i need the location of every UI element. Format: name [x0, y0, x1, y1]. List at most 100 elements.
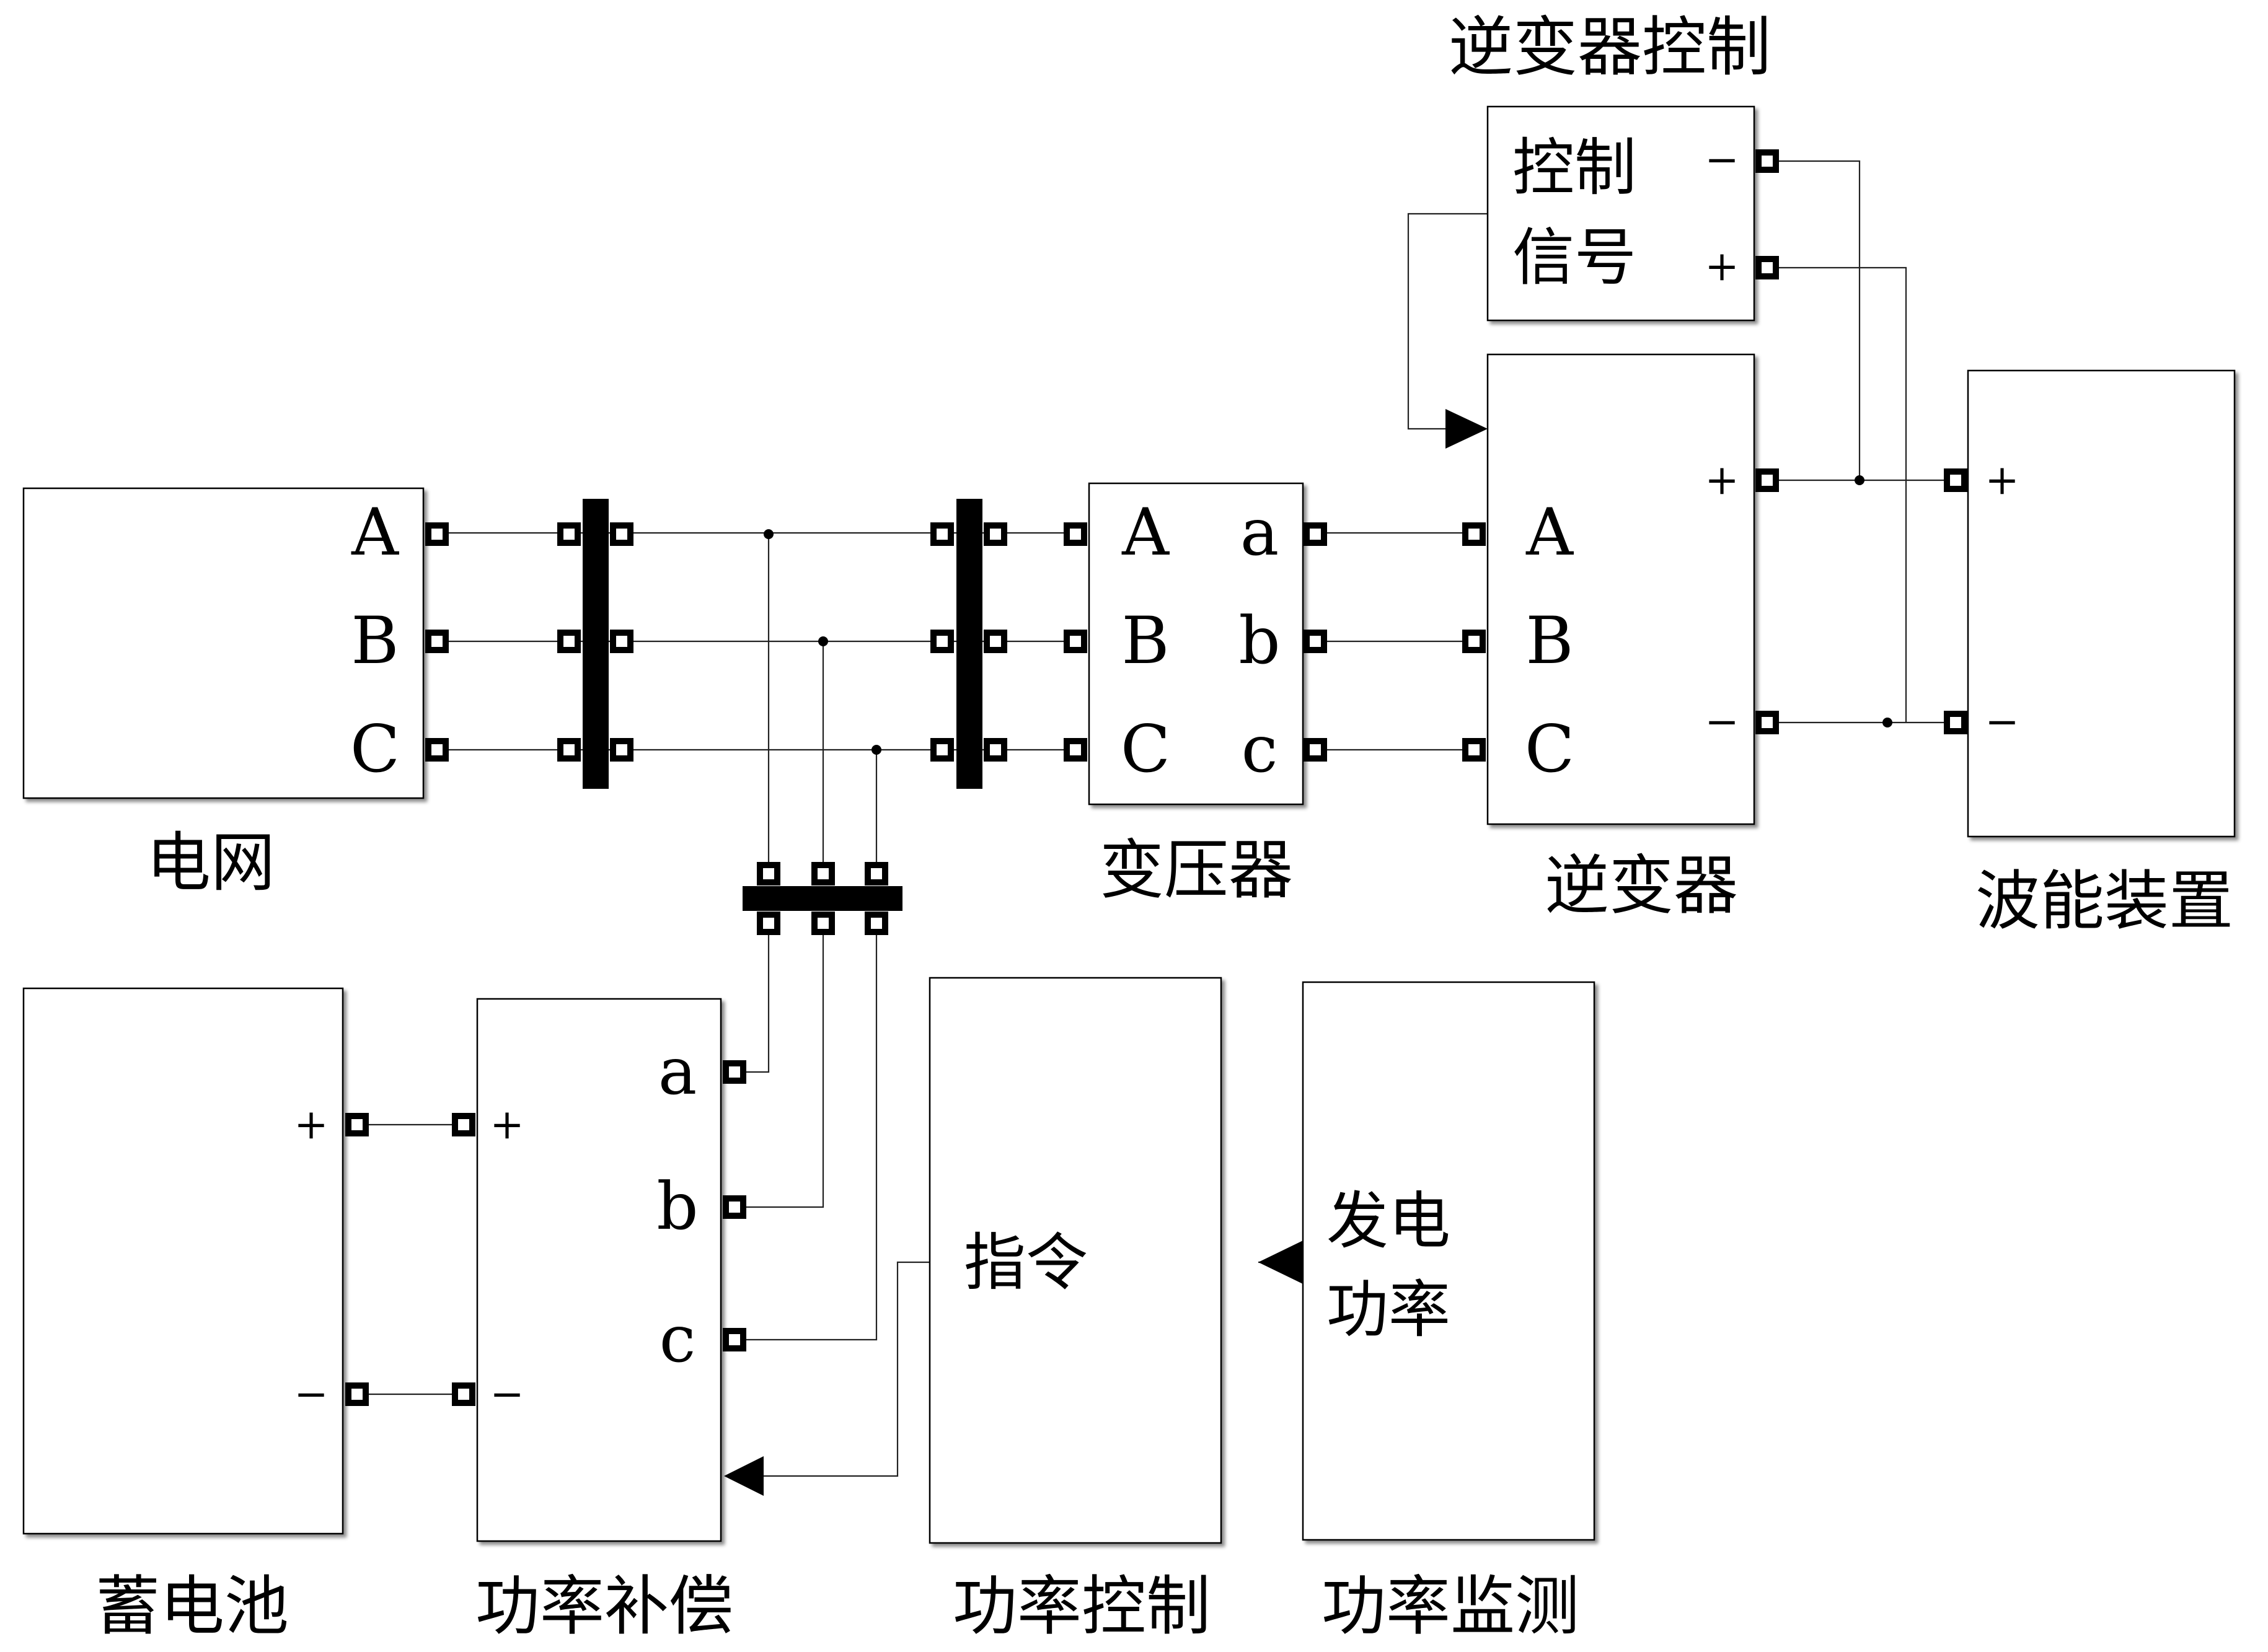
port	[1755, 711, 1779, 734]
inverter-port-A: A	[1525, 494, 1574, 570]
port	[930, 738, 954, 762]
port	[1755, 468, 1779, 492]
port	[1304, 522, 1327, 546]
port	[865, 862, 888, 885]
port	[1755, 256, 1779, 279]
junction-dot	[1882, 718, 1892, 727]
transformer-port-B: B	[1121, 603, 1169, 679]
transformer-port-c: c	[1242, 711, 1278, 787]
port	[984, 630, 1007, 653]
battery-caption: 蓄电池	[95, 1568, 289, 1644]
inverter-control-minus: −	[1705, 136, 1739, 183]
transformer-caption: 变压器	[1100, 832, 1293, 908]
bus-bar-1	[583, 499, 609, 789]
port	[345, 1382, 369, 1406]
port	[757, 862, 780, 885]
junction-dots	[764, 475, 1892, 755]
junction-dot	[1855, 475, 1864, 485]
inverter-port-B: B	[1525, 603, 1573, 679]
inverter-minus: −	[1705, 698, 1739, 745]
transformer-block: A B C a b c 变压器	[1088, 482, 1304, 908]
compensation-port-b: b	[656, 1169, 698, 1244]
wave-device-block: + − 波能装置	[1967, 369, 2236, 939]
wave-device-plus: +	[1985, 456, 2019, 504]
grid-port-c: C	[350, 711, 400, 787]
power-control-text: 指令	[964, 1226, 1088, 1299]
grid-block: A B C 电网	[22, 487, 425, 900]
battery-block: + − 蓄电池	[22, 987, 344, 1644]
arrow-to-power-control	[1258, 1241, 1303, 1284]
port	[1462, 738, 1486, 762]
port	[723, 1195, 746, 1219]
transformer-port-A: A	[1121, 494, 1170, 570]
port	[452, 1113, 475, 1136]
port	[557, 522, 581, 546]
port	[757, 912, 780, 935]
inverter-plus: +	[1705, 456, 1739, 504]
bus-bar-2	[956, 499, 982, 789]
transformer-port-C: C	[1121, 711, 1170, 787]
transformer-port-b: b	[1238, 603, 1280, 679]
inverter-port-C: C	[1525, 711, 1574, 787]
battery-plus: +	[294, 1101, 328, 1148]
grid-port-a: A	[351, 494, 399, 570]
port	[425, 738, 449, 762]
compensation-caption: 功率补偿	[475, 1568, 733, 1644]
port	[1064, 630, 1087, 653]
inverter-control-line2: 信号	[1512, 221, 1636, 294]
grid-caption: 电网	[146, 825, 275, 900]
inverter-caption: 逆变器	[1545, 848, 1738, 923]
port	[1064, 738, 1087, 762]
power-monitor-block: 发电 功率 功率监测	[1302, 981, 1595, 1644]
wave-device-caption: 波能装置	[1975, 863, 2233, 939]
junction-dot	[871, 745, 881, 755]
power-monitor-line1: 发电	[1326, 1185, 1450, 1257]
port	[1064, 522, 1087, 546]
grid-port-b: B	[351, 603, 399, 679]
port	[1462, 630, 1486, 653]
port	[425, 630, 449, 653]
port	[610, 630, 633, 653]
port	[1304, 738, 1327, 762]
compensation-minus: −	[490, 1370, 524, 1418]
port	[1304, 630, 1327, 653]
port	[984, 522, 1007, 546]
port	[723, 1060, 746, 1084]
port	[557, 738, 581, 762]
arrow-to-inverter	[1445, 409, 1488, 449]
inverter-block: A B C + − 逆变器	[1486, 353, 1755, 923]
port	[452, 1382, 475, 1406]
battery-minus: −	[294, 1370, 328, 1418]
bus-bar-3	[743, 886, 902, 911]
port	[557, 630, 581, 653]
arrow-to-compensation	[724, 1456, 764, 1496]
power-control-caption: 功率控制	[953, 1568, 1211, 1644]
wave-device-minus: −	[1985, 698, 2019, 745]
port	[723, 1328, 746, 1351]
port	[1755, 149, 1779, 173]
junction-dot	[764, 529, 774, 539]
port	[811, 912, 835, 935]
inverter-control-line1: 控制	[1512, 131, 1636, 204]
port	[930, 522, 954, 546]
compensation-block: + − a b c 功率补偿	[475, 998, 733, 1644]
inverter-control-block: 控制 信号 − + 逆变器控制	[1449, 9, 1771, 322]
transformer-port-a: a	[1240, 494, 1279, 570]
junction-dot	[818, 636, 828, 646]
port	[865, 912, 888, 935]
port	[1944, 468, 1967, 492]
power-control-block: 指令 功率控制	[929, 977, 1222, 1644]
inverter-control-caption: 逆变器控制	[1449, 9, 1771, 85]
port	[1944, 711, 1967, 734]
inverter-control-plus: +	[1705, 242, 1739, 290]
power-monitor-caption: 功率监测	[1322, 1568, 1579, 1644]
power-monitor-line2: 功率	[1326, 1273, 1450, 1346]
port	[984, 738, 1007, 762]
port	[345, 1113, 369, 1136]
compensation-port-a: a	[658, 1034, 697, 1109]
port	[811, 862, 835, 885]
compensation-port-c: c	[660, 1301, 696, 1377]
port	[610, 738, 633, 762]
port	[425, 522, 449, 546]
